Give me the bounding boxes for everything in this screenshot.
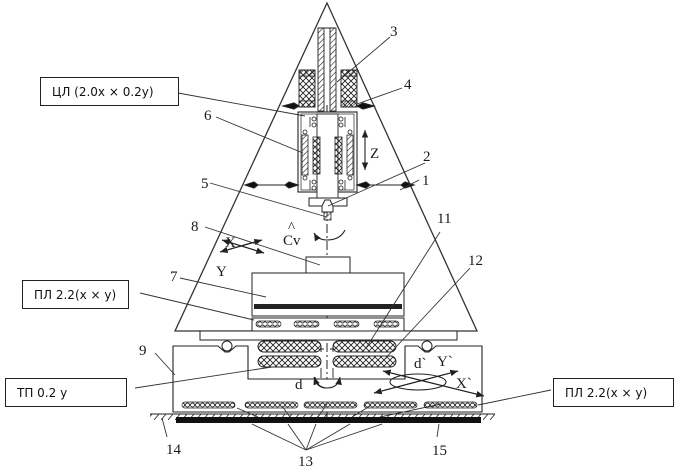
axis-label-d-prime: d` [414,356,427,372]
middle-mount-bracket [243,181,416,189]
tool-holder [308,197,348,221]
part-number-5: 5 [201,176,209,192]
cv-rotation-arrow [313,229,346,242]
axis-label-cv: Cv [283,233,301,249]
axis-label-y: Y [216,264,227,280]
d-rotation-arrow-back [313,376,328,389]
part-number-3: 3 [390,24,398,40]
upper-mount-bracket [280,102,377,110]
part-number-6: 6 [204,108,212,124]
callout-tp: ТП 0.2 у [5,378,127,407]
axis-label-y-prime: Y` [437,354,453,370]
part-number-13: 13 [298,454,313,470]
part-number-12: 12 [468,253,483,269]
part-number-2: 2 [423,149,431,165]
callout-pl-right: ПЛ 2.2(x × y) [553,378,674,407]
part-number-1: 1 [422,173,430,189]
spindle-shaft [317,27,337,112]
workpiece-clamp [305,256,351,274]
axis-label-z: Z [370,146,379,162]
upper-coil-left [298,69,316,108]
axis-label-x-prime: X` [456,376,472,392]
xy-arrows-upper [219,238,265,254]
base-plate [176,417,481,423]
part-number-4: 4 [404,77,412,93]
part-number-11: 11 [437,211,451,227]
callout-pl-left: ПЛ 2.2(x × y) [22,280,129,309]
part-number-14: 14 [166,442,182,458]
part-number-7: 7 [170,269,178,285]
part-number-8: 8 [191,219,199,235]
spindle-housing [297,111,358,199]
callout-cl: ЦЛ (2.0x × 0.2y) [40,77,179,106]
xy-prime-arrows [373,369,485,398]
axis-label-cv-hat: ^ [288,220,295,236]
work-table [251,272,405,332]
part-number-9: 9 [139,343,147,359]
magnet-coils [257,340,397,378]
axis-label-x: X [225,235,236,251]
base-platform [172,330,483,413]
part-number-15: 15 [432,443,447,459]
axis-label-d: d [295,377,303,393]
leader-lines [134,36,552,451]
bottom-coils [181,401,478,409]
upper-coil-right [340,69,358,108]
